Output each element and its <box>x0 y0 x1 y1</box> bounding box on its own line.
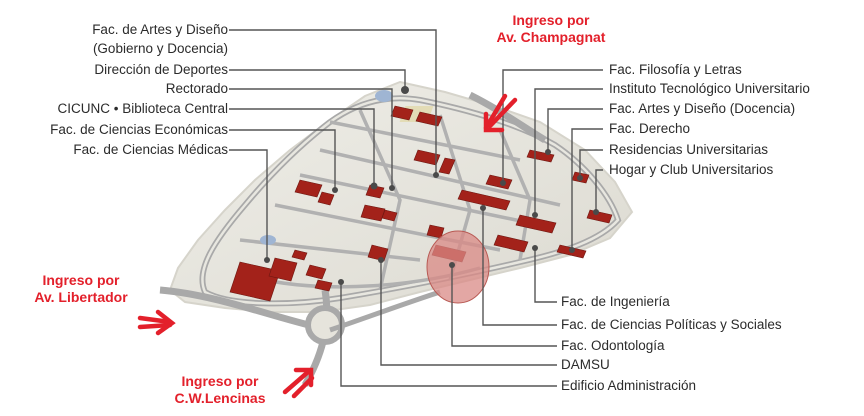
pond <box>260 235 276 245</box>
pond <box>375 90 393 102</box>
building <box>229 261 281 302</box>
building <box>381 209 398 222</box>
entrance-champagnat: Ingreso por Av. Champagnat <box>495 12 607 46</box>
label-damsu: DAMSU <box>561 357 610 372</box>
entrance-libertador-line2: Av. Libertador <box>34 289 128 305</box>
building <box>457 189 511 211</box>
building <box>314 279 333 292</box>
building <box>586 209 613 224</box>
building <box>268 257 298 282</box>
building <box>493 234 529 253</box>
building <box>485 174 513 190</box>
entrance-lencinas: Ingreso por C.W.Lencinas <box>168 373 272 407</box>
entrance-champagnat-line2: Av. Champagnat <box>496 29 606 45</box>
label-ingenieria: Fac. de Ingeniería <box>561 294 670 309</box>
building <box>305 264 327 280</box>
label-hogar-club: Hogar y Club Universitarios <box>609 162 774 177</box>
label-ciencias-economicas: Fac. de Ciencias Económicas <box>50 122 228 137</box>
building <box>291 249 308 261</box>
building <box>438 157 456 175</box>
entrance-libertador: Ingreso por Av. Libertador <box>30 272 132 306</box>
entrance-arrow-icon <box>282 367 315 399</box>
building <box>367 244 389 262</box>
leader-lines <box>229 29 603 387</box>
label-derecho: Fac. Derecho <box>609 121 691 136</box>
entrance-libertador-line1: Ingreso por <box>42 272 120 288</box>
entrance-arrow-icon <box>137 309 176 336</box>
label-ciencias-politicas: Fac. de Ciencias Políticas y Sociales <box>561 317 782 332</box>
label-gobierno-docencia: (Gobierno y Docencia) <box>92 41 228 56</box>
highlight-circle <box>426 230 490 304</box>
label-edificio-administracion: Edificio Administración <box>561 378 697 393</box>
building <box>515 214 557 234</box>
label-direccion-deportes: Dirección de Deportes <box>94 62 228 77</box>
label-instituto-tecnologico: Instituto Tecnológico Universitario <box>609 81 810 96</box>
label-ciencias-medicas: Fac. de Ciencias Médicas <box>73 142 228 157</box>
entrance-champagnat-line1: Ingreso por <box>512 12 590 28</box>
label-filosofia-letras: Fac. Filosofía y Letras <box>609 62 742 77</box>
building <box>294 179 323 198</box>
building <box>360 204 386 222</box>
label-artes-diseno-docencia: Fac. Artes y Diseño (Docencia) <box>609 101 796 116</box>
building <box>365 184 385 199</box>
entrance-lencinas-line2: C.W.Lencinas <box>174 390 266 406</box>
building <box>317 191 335 206</box>
label-artes-diseno: Fac. de Artes y Diseño <box>92 22 228 37</box>
entrance-arrow-icon <box>483 93 518 133</box>
label-residencias: Residencias Universitarias <box>609 142 769 157</box>
label-cicunc-biblioteca: CICUNC • Biblioteca Central <box>57 101 228 116</box>
entrance-lencinas-line1: Ingreso por <box>181 373 259 389</box>
roundabout <box>305 305 345 345</box>
leader-dots <box>264 86 599 285</box>
label-rectorado: Rectorado <box>165 81 228 96</box>
label-odontologia: Fac. Odontología <box>561 338 665 353</box>
